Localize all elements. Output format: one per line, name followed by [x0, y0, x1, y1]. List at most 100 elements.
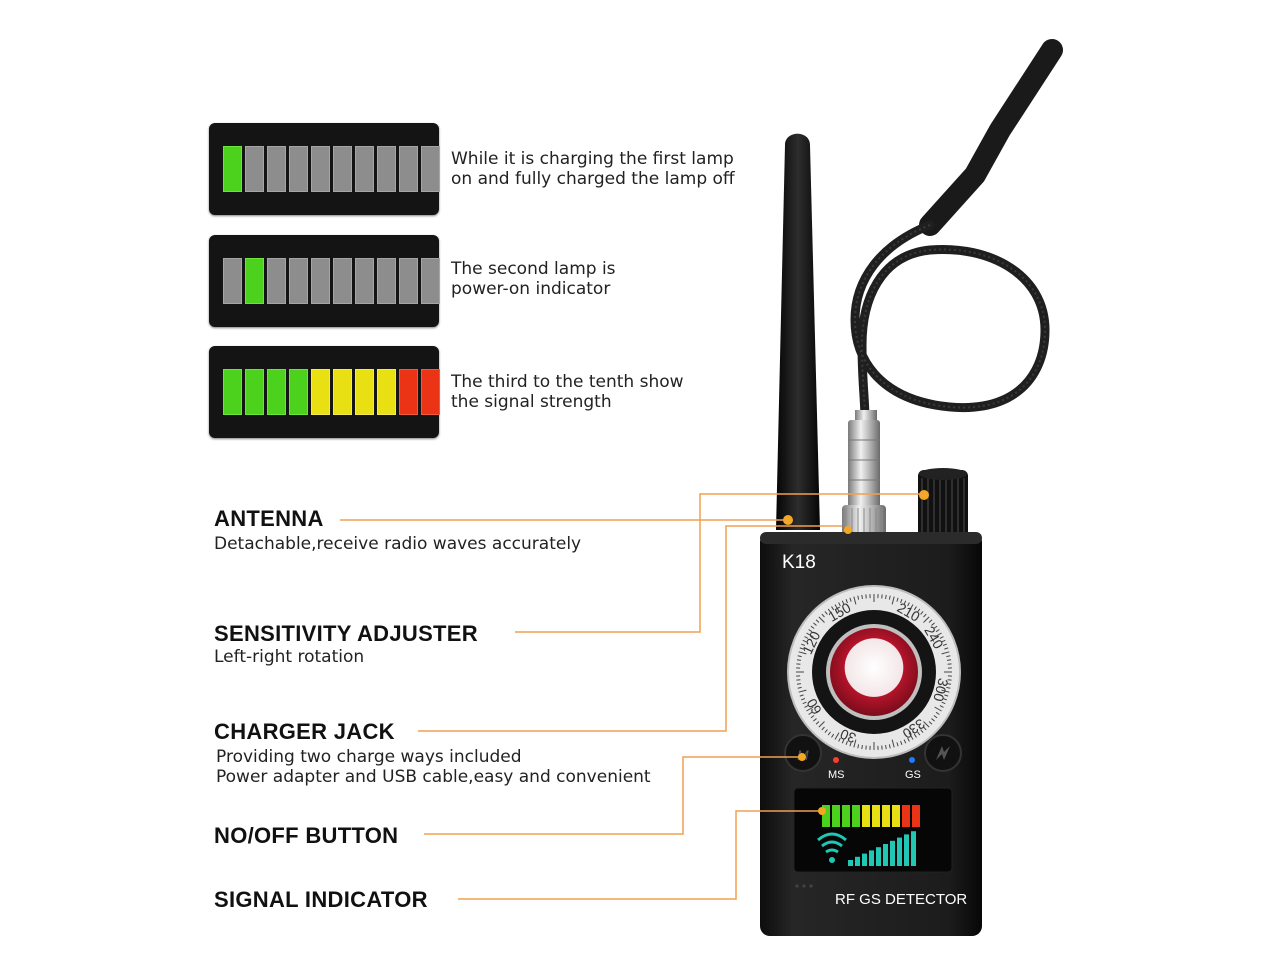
display-led: [902, 805, 910, 827]
dial-tick: [808, 711, 813, 715]
charger-title: CHARGER JACK: [214, 719, 395, 744]
dial-tick: [813, 622, 817, 626]
dial-tick: [935, 711, 940, 715]
dial-tick: [857, 595, 860, 600]
lamp-green: [245, 369, 264, 415]
lamp-off: [377, 258, 396, 304]
svg-text:M: M: [797, 747, 809, 763]
lamp-yellow: [377, 369, 396, 415]
panel-caption-power: The second lamp is power-on indicator: [451, 259, 751, 299]
dial-tick: [799, 647, 804, 650]
panel-caption-signal: The third to the tenth show the signal s…: [451, 372, 751, 412]
dial-tick: [939, 636, 944, 639]
dial-tick: [891, 596, 895, 605]
dial-tick: [849, 597, 852, 602]
dial-tick: [845, 599, 848, 604]
dial-tick: [888, 595, 891, 600]
lamp-off: [355, 146, 374, 192]
ms-button[interactable]: [784, 734, 822, 772]
lamp-off: [421, 258, 440, 304]
dial-tick: [931, 718, 935, 722]
signal-title: SIGNAL INDICATOR: [214, 887, 428, 912]
dial-number: 210: [895, 599, 923, 625]
dial-tick: [928, 619, 933, 623]
dial-tick: [810, 625, 815, 629]
signal-strength-bar: [890, 840, 895, 866]
dial-tick: [853, 596, 857, 605]
dial-tick: [834, 604, 840, 612]
dial-tick: [834, 732, 840, 740]
dial-tick: [818, 616, 825, 623]
charger-desc-2: Power adapter and USB cable,easy and con…: [216, 767, 651, 787]
dial-tick: [804, 705, 809, 708]
dial-tick: [934, 706, 942, 712]
caption-line: the signal strength: [451, 392, 612, 412]
signal-strength-bar: [876, 847, 881, 866]
dial-tick: [941, 651, 950, 655]
lamp-red: [421, 369, 440, 415]
dial-tick: [942, 698, 947, 701]
dial-tick: [801, 698, 806, 701]
lamp-off: [333, 146, 352, 192]
dial-tick: [920, 611, 924, 615]
dial-tick: [941, 639, 946, 643]
dial-tick: [934, 632, 942, 638]
probe-cable: [850, 39, 1063, 425]
signal-strength-bar: [848, 860, 853, 866]
dial-tick: [913, 733, 917, 738]
dial-tick: [813, 718, 817, 722]
dial-tick: [946, 655, 951, 658]
lamp-off: [333, 258, 352, 304]
signal-strength-bar: [855, 856, 860, 866]
dial-tick: [941, 689, 950, 693]
dial-tick: [802, 639, 807, 643]
dial-tick: [861, 745, 863, 750]
panel-caption-charging: While it is charging the first lamp on a…: [451, 149, 751, 189]
lamp-off: [223, 258, 242, 304]
dial-tick: [947, 659, 952, 661]
dial-tick: [944, 647, 949, 650]
indicator-panel-charging: [209, 123, 440, 215]
antenna-rod: [776, 133, 820, 530]
dial-number: 150: [825, 599, 853, 625]
dial-tick: [907, 737, 910, 742]
sensitivity-title: SENSITIVITY ADJUSTER: [214, 621, 478, 646]
indicator-panel-signal: [209, 346, 440, 438]
caption-line: The second lamp is: [451, 259, 616, 279]
dial-tick: [942, 643, 947, 646]
dial-tick: [861, 594, 863, 599]
lamp-green: [223, 369, 242, 415]
display-led: [822, 805, 830, 827]
button-callout-dot: [798, 753, 806, 761]
dial-tick: [928, 721, 933, 725]
sensitivity-desc: Left-right rotation: [214, 647, 365, 667]
button-title: NO/OFF BUTTON: [214, 823, 399, 848]
dial-tick: [838, 602, 841, 607]
callout-lines: [340, 493, 924, 900]
lamp-green: [245, 258, 264, 304]
display-led: [852, 805, 860, 827]
display-led: [912, 805, 920, 827]
dial-tick: [935, 629, 940, 633]
dial-tick: [891, 739, 895, 748]
lamp-row: [223, 146, 440, 192]
lamp-off: [399, 258, 418, 304]
lamp-green: [223, 146, 242, 192]
model-label: K18: [782, 552, 816, 573]
sensitivity-callout-line: [515, 493, 924, 633]
gs-button[interactable]: [924, 734, 962, 772]
display-led: [842, 805, 850, 827]
signal-strength-bar: [904, 834, 909, 866]
dial-tick: [933, 625, 938, 629]
dial-tick: [908, 732, 914, 740]
dial-tick: [885, 594, 887, 599]
dial-tick: [908, 604, 914, 612]
lamp-off: [311, 146, 330, 192]
dial-tick: [857, 744, 860, 749]
dial-tick: [853, 739, 857, 748]
dial-tick: [818, 721, 825, 728]
dial-tick: [900, 599, 903, 604]
